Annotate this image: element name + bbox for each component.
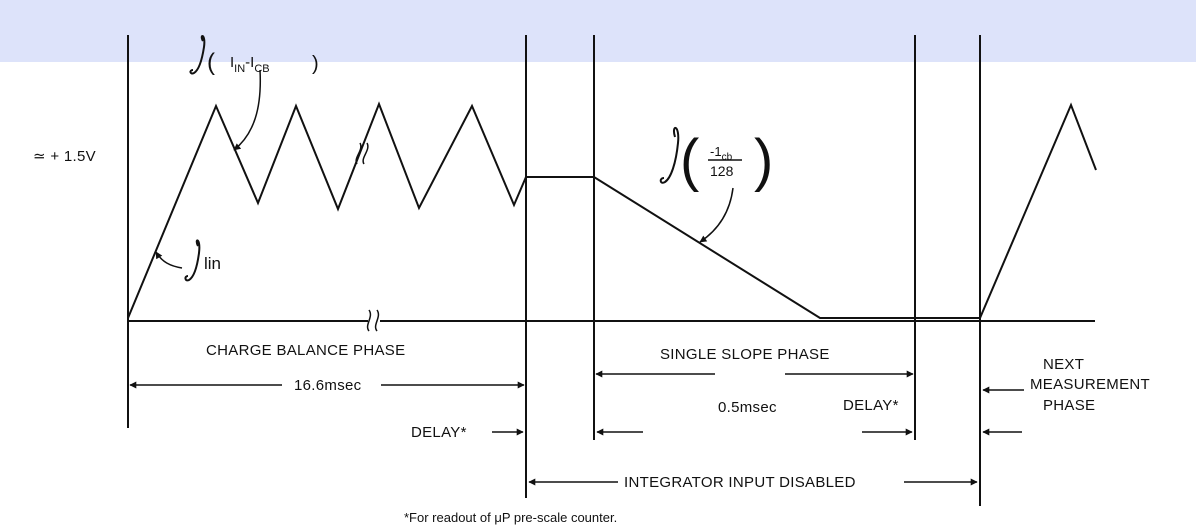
integral-lin-icon [184,239,201,282]
integral-slope-numerator: -1cb [710,144,733,163]
integral-main-expression: IIN-ICB [230,54,270,75]
next-phase-label-line1: NEXT [1043,356,1084,373]
next-phase-label-line3: PHASE [1043,397,1095,414]
integrator-disabled-label: INTEGRATOR INPUT DISABLED [624,474,856,491]
waveform-break-mark [355,142,369,165]
slope-time-label: 0.5msec [718,399,777,416]
voltage-level-label: ≃ + 1.5V [33,148,96,165]
integrator-waveform [127,101,1097,319]
integral-lin-label: lin [204,254,221,273]
next-phase-label-line2: MEASUREMENT [1030,376,1150,393]
integral-main-open-paren: ( [207,49,215,76]
integral-lin-leader [155,251,183,269]
charge-time-label: 16.6msec [294,377,362,394]
integral-slope-leader [699,187,734,243]
delay-left-label: DELAY* [411,424,467,441]
header-banner [0,0,1196,62]
delay-right-label: DELAY* [843,397,899,414]
integral-slope-close-paren: ) [754,128,773,193]
axis-break-mark [366,309,380,332]
integral-slope-open-paren: ( [680,128,699,193]
integral-main-close-paren: ) [312,53,319,75]
integral-main-icon [189,35,206,75]
integral-slope-icon [659,127,680,184]
charge-balance-phase-label: CHARGE BALANCE PHASE [206,342,405,359]
footnote: *For readout of μP pre-scale counter. [404,510,617,525]
single-slope-phase-label: SINGLE SLOPE PHASE [660,346,830,363]
integral-main-leader [233,69,262,151]
integral-slope-denominator: 128 [710,163,734,179]
